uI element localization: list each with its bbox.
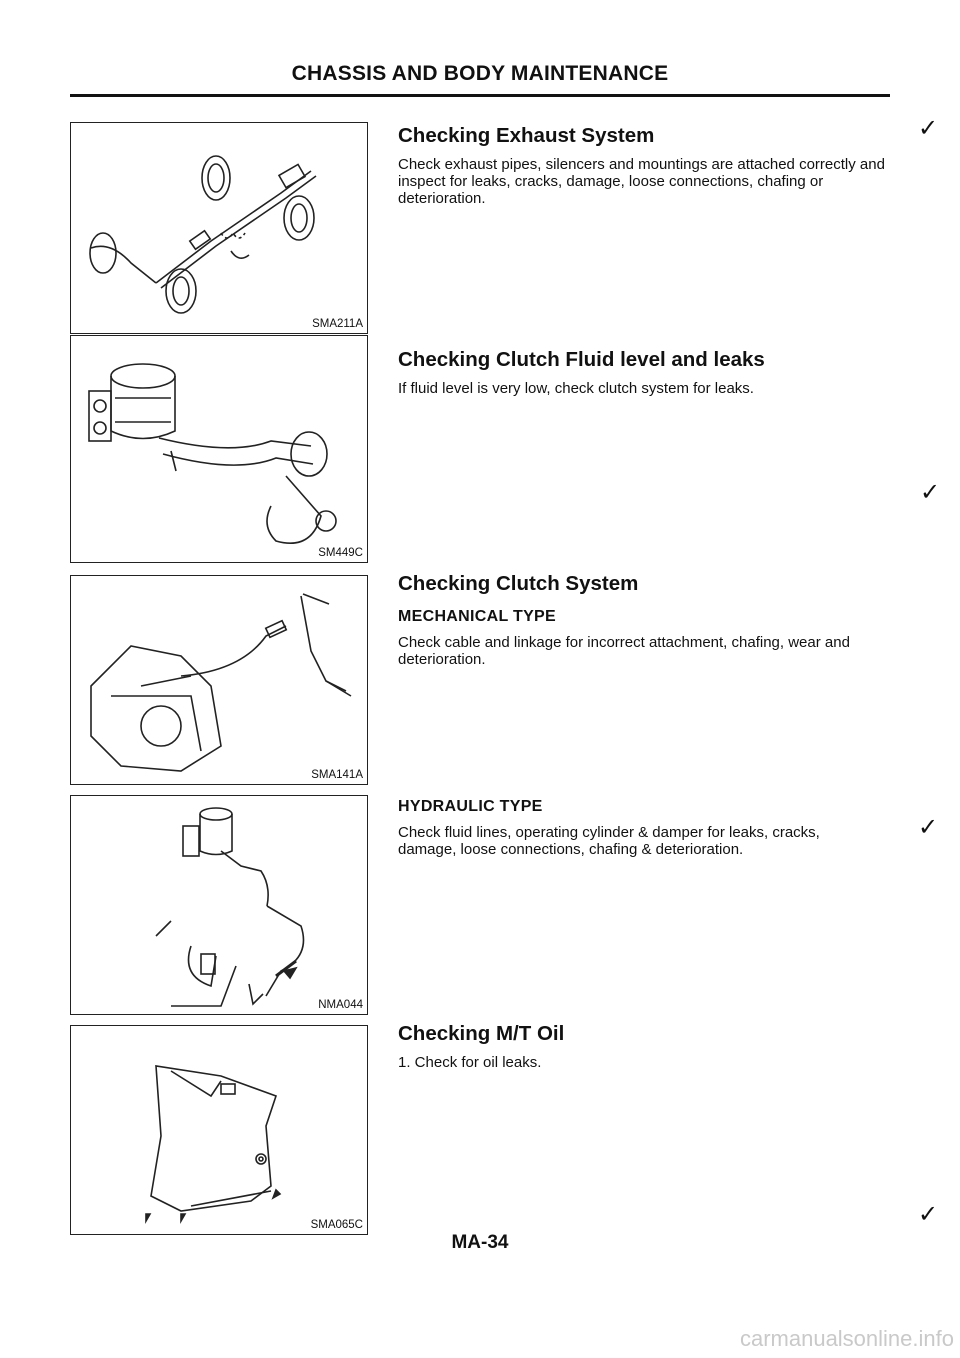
check-mark: ✓ <box>918 115 939 142</box>
hydraulic-type-heading: HYDRAULIC TYPE <box>398 798 543 815</box>
hydraulic-drawing <box>155 807 305 1007</box>
figure-code: SMA141A <box>311 769 363 781</box>
check-mark: ✓ <box>918 1201 939 1228</box>
figure-code: SMA065C <box>310 1219 363 1231</box>
section-title: Checking Exhaust System <box>398 124 655 147</box>
figure-clutch-reservoir: SM449C <box>70 335 368 563</box>
reservoir-drawing <box>88 363 337 545</box>
page-header: CHASSIS AND BODY MAINTENANCE <box>291 62 669 85</box>
mechanical-type-heading: MECHANICAL TYPE <box>398 608 556 625</box>
section-title: Checking M/T Oil <box>398 1022 565 1045</box>
watermark: carmanualsonline.info <box>739 1326 954 1351</box>
figure-mt-oil: SMA065C <box>70 1025 368 1235</box>
hydraulic-type-body: Check fluid lines, operating cylinder & … <box>398 824 820 858</box>
section-title: Checking Clutch Fluid level and leaks <box>398 348 765 371</box>
exhaust-drawing <box>89 155 317 314</box>
header-rule <box>70 94 890 97</box>
transmission-drawing <box>145 1065 282 1225</box>
section-body: Check exhaust pipes, silencers and mount… <box>398 156 885 207</box>
section-body: If fluid level is very low, check clutch… <box>398 380 754 397</box>
check-mark: ✓ <box>918 814 939 841</box>
section-clutch-system: Checking Clutch System MECHANICAL TYPE C… <box>398 572 894 668</box>
section-step: 1. Check for oil leaks. <box>398 1054 542 1071</box>
section-hydraulic: HYDRAULIC TYPE Check fluid lines, operat… <box>398 798 894 858</box>
mechanical-drawing <box>90 593 352 772</box>
figure-clutch-mechanical: SMA141A <box>70 575 368 785</box>
figure-code: SM449C <box>318 547 363 559</box>
mechanical-type-body: Check cable and linkage for incorrect at… <box>398 634 850 668</box>
section-clutch-fluid: Checking Clutch Fluid level and leaks If… <box>398 348 894 397</box>
page-number: MA-34 <box>451 1232 509 1253</box>
section-mt-oil: Checking M/T Oil 1. Check for oil leaks. <box>398 1022 894 1071</box>
figure-exhaust: SMA211A <box>70 122 368 334</box>
figure-code: NMA044 <box>318 999 363 1011</box>
figure-code: SMA211A <box>312 318 363 330</box>
figure-clutch-hydraulic: NMA044 <box>70 795 368 1015</box>
check-mark: ✓ <box>920 479 941 506</box>
section-title: Checking Clutch System <box>398 572 639 595</box>
section-exhaust: Checking Exhaust System Check exhaust pi… <box>398 124 894 207</box>
